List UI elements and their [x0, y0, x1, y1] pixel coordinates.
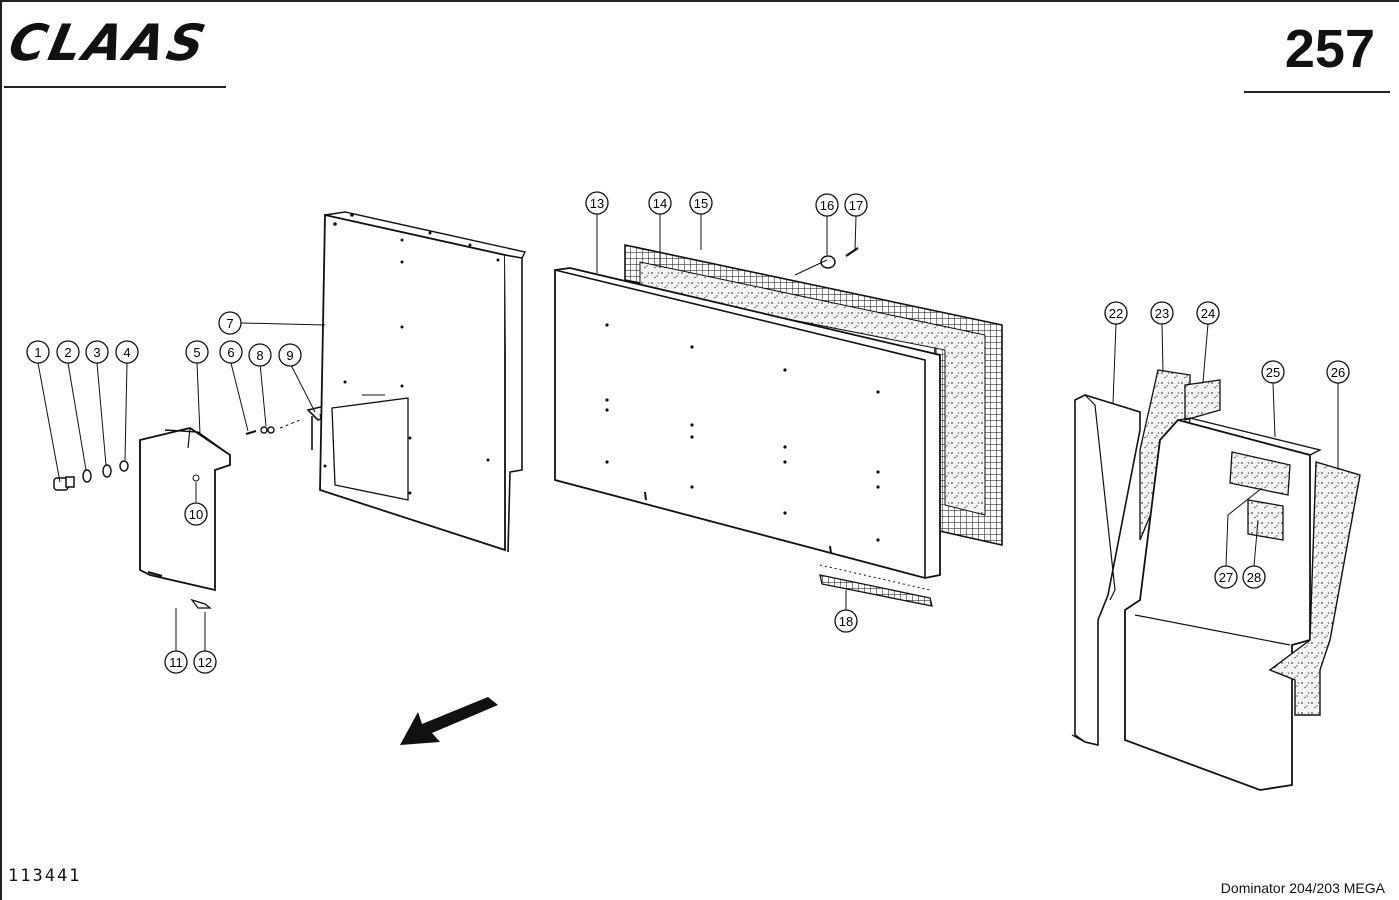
- callout-23-label: 23: [1155, 306, 1169, 321]
- callout-18: 18: [834, 609, 858, 633]
- screw-parts: [245, 419, 301, 435]
- side-cover-part: [139, 427, 231, 609]
- model-name: Dominator 204/203 MEGA: [1220, 880, 1385, 896]
- callout-8-label: 8: [256, 348, 263, 363]
- callout-14-label: 14: [653, 196, 667, 211]
- callout-25-label: 25: [1266, 365, 1280, 380]
- callout-7-label: 7: [226, 316, 233, 331]
- callout-15: 15: [689, 191, 713, 215]
- callout-1: 1: [26, 340, 50, 364]
- callout-6: 6: [219, 340, 243, 364]
- callout-17-label: 17: [849, 198, 863, 213]
- callout-15-label: 15: [694, 196, 708, 211]
- callout-13: 13: [585, 191, 609, 215]
- callout-28: 28: [1242, 565, 1266, 589]
- callout-6-label: 6: [227, 345, 234, 360]
- callout-11: 11: [164, 650, 188, 674]
- callout-22: 22: [1104, 301, 1128, 325]
- page-number: 257: [1284, 19, 1375, 79]
- callout-12: 12: [193, 650, 217, 674]
- side-wall-assembly: [1071, 369, 1361, 791]
- washer-parts: [82, 460, 129, 483]
- rail-strip-part: [819, 564, 933, 607]
- callout-9: 9: [278, 343, 302, 367]
- leader-lines: [37, 214, 1339, 652]
- callout-17: 17: [844, 193, 868, 217]
- callout-27: 27: [1214, 565, 1238, 589]
- callout-3-label: 3: [93, 345, 100, 360]
- callout-27-label: 27: [1219, 570, 1233, 585]
- door-panel-part: [319, 211, 527, 553]
- callout-22-label: 22: [1109, 306, 1123, 321]
- logo-rule: [4, 86, 226, 88]
- bolt-part: [53, 476, 75, 491]
- callout-5: 5: [185, 340, 209, 364]
- callout-25: 25: [1261, 360, 1285, 384]
- callout-16-label: 16: [820, 198, 834, 213]
- insulation-panel-part: [554, 267, 941, 579]
- callout-4: 4: [115, 340, 139, 364]
- callout-11-label: 11: [169, 655, 183, 670]
- callout-4-label: 4: [123, 345, 130, 360]
- arrow-down-left-icon: [400, 697, 498, 745]
- callout-13-label: 13: [590, 196, 604, 211]
- callout-16: 16: [815, 193, 839, 217]
- callout-10: 10: [184, 502, 208, 526]
- callout-26-label: 26: [1331, 365, 1345, 380]
- callout-3: 3: [85, 340, 109, 364]
- callout-2-label: 2: [64, 345, 71, 360]
- callout-7: 7: [218, 311, 242, 335]
- page-number-rule: [1244, 91, 1390, 93]
- callout-1-label: 1: [34, 345, 41, 360]
- callout-10-label: 10: [189, 507, 203, 522]
- callout-5-label: 5: [193, 345, 200, 360]
- callout-12-label: 12: [198, 655, 212, 670]
- callout-28-label: 28: [1247, 570, 1261, 585]
- callout-24-label: 24: [1201, 306, 1215, 321]
- washer-pin-parts: [820, 247, 859, 269]
- callout-24: 24: [1196, 301, 1220, 325]
- callout-14: 14: [648, 191, 672, 215]
- callout-18-label: 18: [839, 614, 853, 629]
- callout-2: 2: [56, 340, 80, 364]
- callout-26: 26: [1326, 360, 1350, 384]
- document-code: 113441: [8, 866, 82, 886]
- callout-23: 23: [1150, 301, 1174, 325]
- callout-9-label: 9: [286, 348, 293, 363]
- callout-8: 8: [248, 343, 272, 367]
